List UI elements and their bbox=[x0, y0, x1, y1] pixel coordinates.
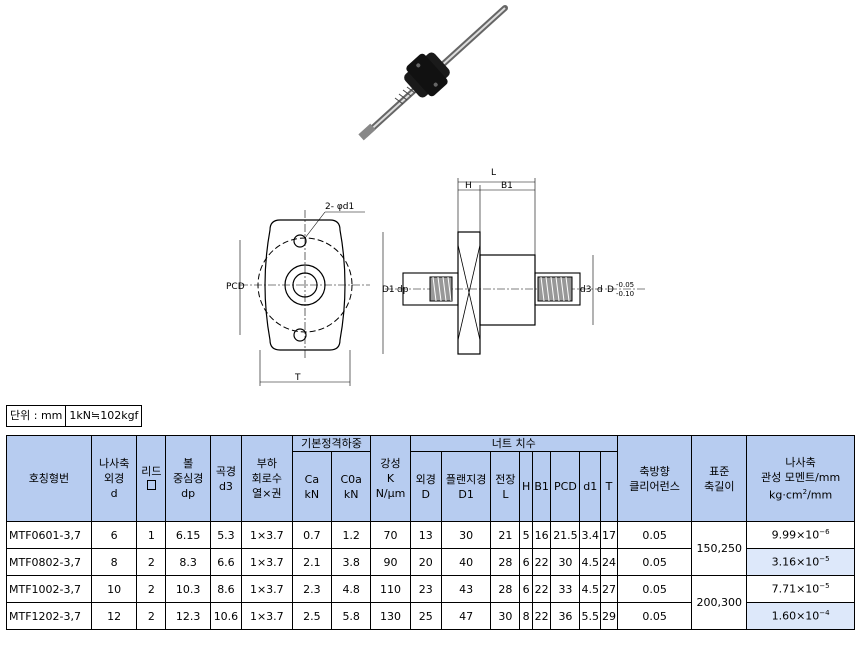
header-nut-dims: 너트 치수 bbox=[409, 435, 618, 452]
table-row: MTF1202-3,7 12 2 12.3 10.6 1×3.7 2.5 5.8… bbox=[6, 602, 855, 630]
label-h: H bbox=[465, 181, 472, 191]
label-tol-lower: -0.10 bbox=[616, 290, 634, 298]
header-lead: 리드 bbox=[136, 435, 167, 522]
dimension-drawing: PCD T 2- φd1 L H B1 D1 dp d3 d D -0.05 -… bbox=[226, 168, 645, 386]
label-nut-d: D bbox=[607, 285, 614, 295]
label-d3: d3 bbox=[580, 285, 591, 295]
header-b1: B1 bbox=[531, 451, 552, 522]
label-t: T bbox=[294, 373, 301, 383]
ball-screw-photo bbox=[358, 5, 508, 141]
header-basic-load: 기본정격하중 bbox=[291, 435, 372, 452]
header-h: H bbox=[519, 451, 533, 522]
label-dp: dp bbox=[397, 285, 409, 295]
unit-note: 단위 : mm 1kN≒102kgf bbox=[6, 405, 143, 427]
nut-front-view bbox=[239, 210, 370, 386]
unit-label: 단위 : mm bbox=[10, 409, 63, 422]
std-length-a: 150,250 bbox=[691, 521, 748, 576]
header-pcd: PCD bbox=[550, 451, 581, 522]
std-length-b: 200,300 bbox=[691, 575, 748, 630]
unit-conversion: 1kN≒102kgf bbox=[65, 406, 141, 426]
header-d1: d1 bbox=[579, 451, 602, 522]
label-d1-hole: 2- φd1 bbox=[325, 202, 354, 212]
label-pcd: PCD bbox=[226, 282, 245, 292]
table-row: MTF0601-3,7 6 1 6.15 5.3 1×3.7 0.7 1.2 7… bbox=[6, 521, 855, 576]
label-d1-flange: D1 bbox=[382, 285, 395, 295]
nut-side-view bbox=[382, 178, 645, 355]
label-b1: B1 bbox=[501, 181, 513, 191]
label-d: d bbox=[597, 285, 603, 295]
label-tol-upper: -0.05 bbox=[616, 281, 634, 289]
header-model: 호칭형번 bbox=[6, 435, 92, 522]
label-l: L bbox=[491, 168, 496, 178]
table-row: MTF1002-3,7 10 2 10.3 8.6 1×3.7 2.3 4.8 … bbox=[6, 575, 855, 630]
header-t: T bbox=[600, 451, 618, 522]
